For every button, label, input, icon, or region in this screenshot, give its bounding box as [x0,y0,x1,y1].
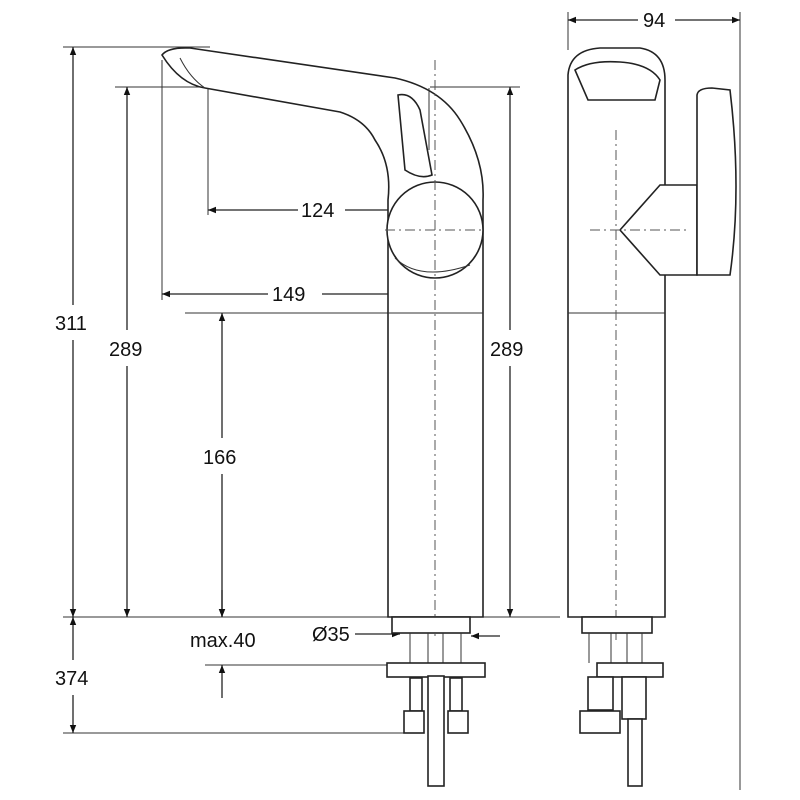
hose-fitting-front [587,676,614,711]
mounting-rods [409,633,462,663]
faucet-spout [161,47,484,618]
mounting-plate-front [596,662,664,678]
mounting-plate [386,662,486,678]
hose-fitting-left [409,677,423,712]
lever-front [696,87,737,276]
hose-fitting-right [449,677,463,712]
dim-body-height: 166 [203,313,236,617]
nut-left [403,710,425,734]
base-ring [391,616,471,634]
lever-handle [397,93,433,178]
faucet-side-view [161,47,486,787]
dim-spout-height-right: 289 [490,87,523,617]
dim-label: 289 [490,339,523,361]
clamp-front [621,676,647,720]
dimensions: 311 289 166 289 374 max.40 [55,10,740,733]
dim-label: 94 [643,10,665,32]
dim-label: 289 [109,339,142,361]
dim-max-deck: max.40 [190,590,256,698]
threaded-rod [427,675,445,787]
dim-spout-height-left: 289 [109,87,142,617]
dim-label: max.40 [190,630,256,652]
dim-base-diameter: Ø35 [312,624,500,646]
nut-right [447,710,469,734]
extension-lines [63,12,741,790]
dim-total-height: 311 [55,47,87,617]
base-ring-front [581,616,653,634]
dim-label: 149 [272,284,305,306]
aerator-outlet [574,60,661,101]
dim-label: 124 [301,200,334,222]
dim-spout-reach-outlet: 124 [208,200,435,222]
dim-label: 311 [55,313,87,335]
threaded-rod-front [627,718,643,787]
dim-width: 94 [568,10,740,32]
dim-label: Ø35 [312,624,350,646]
faucet-front-view [567,47,737,787]
dim-label: 166 [203,447,236,469]
dim-label: 374 [55,668,88,690]
nut-front [579,710,621,734]
mounting-rods-front [588,633,643,663]
dim-pipe-length: 374 [55,617,88,733]
